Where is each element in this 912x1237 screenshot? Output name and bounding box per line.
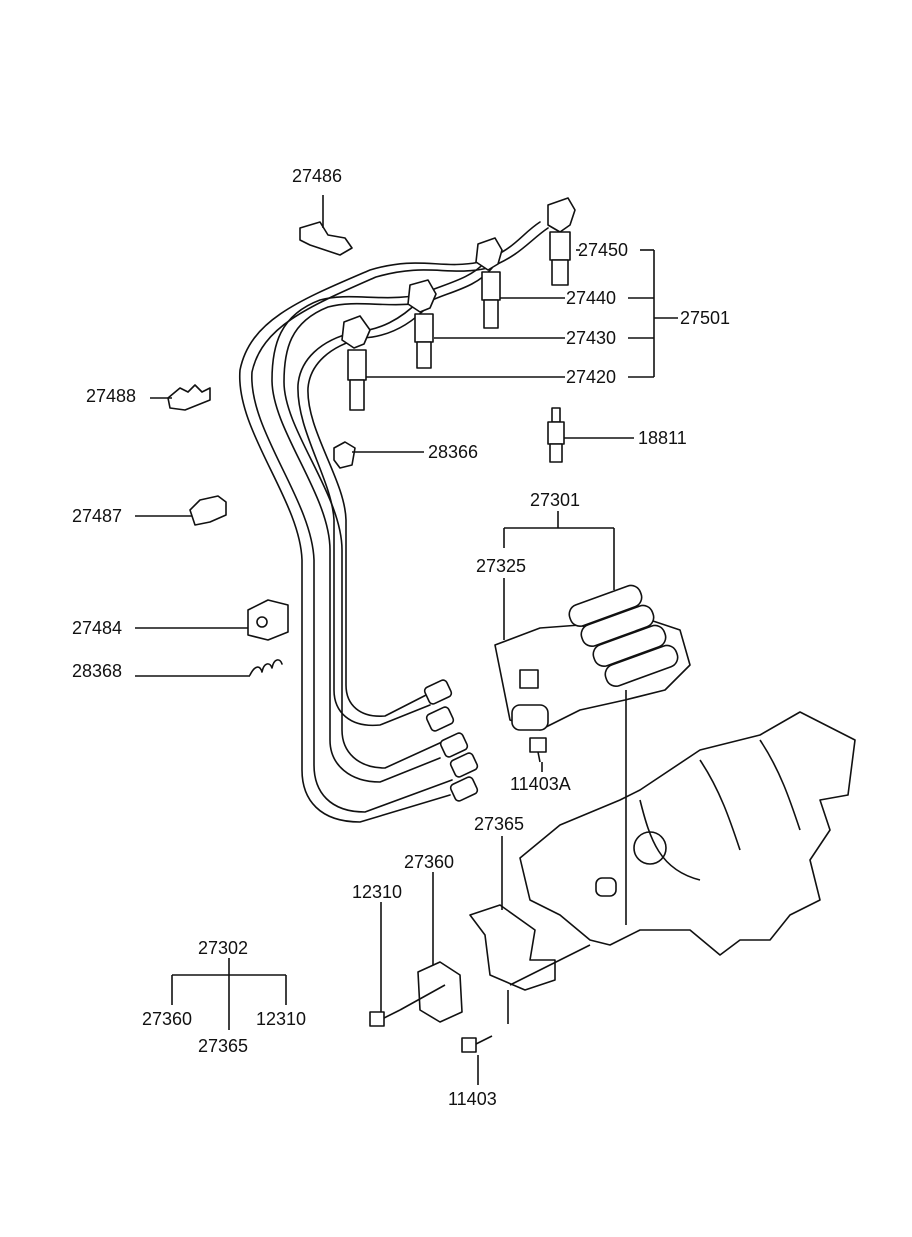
- plug-boot-27430: [407, 279, 437, 369]
- label-27450: 27450: [578, 240, 628, 260]
- label-27360: 27360: [404, 852, 454, 872]
- leader-lines: [135, 195, 678, 1085]
- distributor-end-boots: [423, 679, 479, 802]
- coil-27360: [417, 961, 463, 1023]
- spark-plug-18811: [547, 407, 565, 463]
- bracket-27365: [469, 904, 556, 991]
- block-27484: [247, 599, 289, 641]
- label-11403A: 11403A: [510, 774, 571, 794]
- label-27430: 27430: [566, 328, 616, 348]
- part-number-labels: 27486 27450 27440 27501 27430 27420 2748…: [72, 166, 730, 1109]
- spark-plug-wire-set: [239, 197, 576, 823]
- bolt-11403: [461, 1035, 493, 1053]
- label-27360-kit: 27360: [142, 1009, 192, 1029]
- label-27301: 27301: [530, 490, 580, 510]
- label-11403: 11403: [448, 1089, 497, 1109]
- plug-boot-27420: [341, 315, 371, 411]
- clip-28366: [333, 441, 356, 469]
- plug-boot-27450: [547, 197, 576, 286]
- label-27302: 27302: [198, 938, 248, 958]
- label-27365-kit: 27365: [198, 1036, 248, 1056]
- label-27365: 27365: [474, 814, 524, 834]
- label-27488: 27488: [86, 386, 136, 406]
- bolt-12310: [369, 1009, 401, 1027]
- clip-27488: [167, 384, 211, 411]
- label-27484: 27484: [72, 618, 122, 638]
- clip-27486: [299, 221, 353, 256]
- label-27501: 27501: [680, 308, 730, 328]
- label-18811: 18811: [638, 428, 687, 448]
- intake-manifold: [519, 711, 856, 956]
- label-27487: 27487: [72, 506, 122, 526]
- label-27486: 27486: [292, 166, 342, 186]
- coil-assembly-27301: [494, 584, 691, 731]
- label-12310: 12310: [352, 882, 402, 902]
- label-12310-kit: 12310: [256, 1009, 306, 1029]
- clip-27487: [189, 495, 227, 526]
- spring-28368: [249, 659, 283, 676]
- label-27325: 27325: [476, 556, 526, 576]
- label-27440: 27440: [566, 288, 616, 308]
- plug-boot-27440: [475, 237, 503, 329]
- label-28368: 28368: [72, 661, 122, 681]
- label-28366: 28366: [428, 442, 478, 462]
- bolt-11403A: [529, 737, 547, 763]
- label-27420: 27420: [566, 367, 616, 387]
